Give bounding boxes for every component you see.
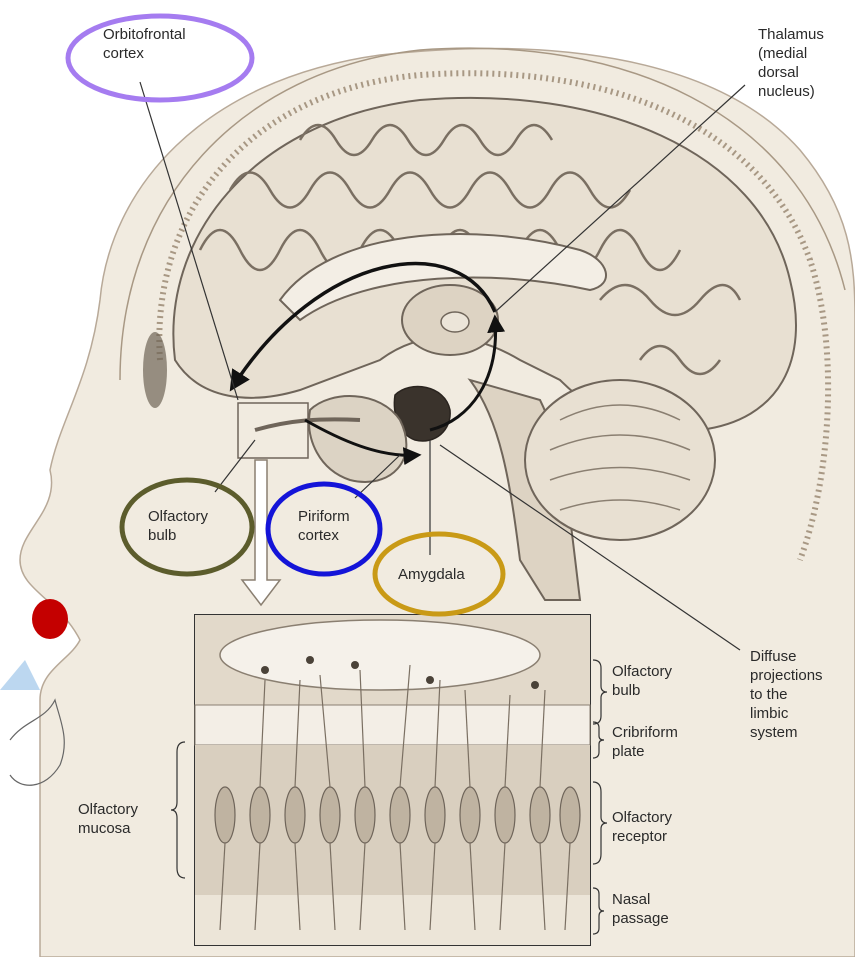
label-orbitofrontal-cortex: Orbitofrontal cortex <box>103 25 186 63</box>
label-cribriform-plate: Cribriform plate <box>612 723 678 761</box>
medial-dorsal-nucleus <box>441 312 469 332</box>
label-olfactory-receptor: Olfactory receptor <box>612 808 672 846</box>
frontal-sinus <box>143 332 167 408</box>
nose-marker-dot <box>32 599 68 639</box>
label-amygdala: Amygdala <box>398 565 465 584</box>
label-thalamus: Thalamus (medial dorsal nucleus) <box>758 25 824 101</box>
label-nasal-passage: Nasal passage <box>612 890 669 928</box>
olfactory-epithelium-inset <box>195 615 590 945</box>
label-diffuse-projections: Diffuse projections to the limbic system <box>750 647 823 742</box>
label-inset-olfactory-bulb: Olfactory bulb <box>612 662 672 700</box>
label-olfactory-bulb: Olfactory bulb <box>148 507 208 545</box>
label-piriform-cortex: Piriform cortex <box>298 507 350 545</box>
label-olfactory-mucosa: Olfactory mucosa <box>78 800 138 838</box>
cerebellum <box>525 380 715 540</box>
